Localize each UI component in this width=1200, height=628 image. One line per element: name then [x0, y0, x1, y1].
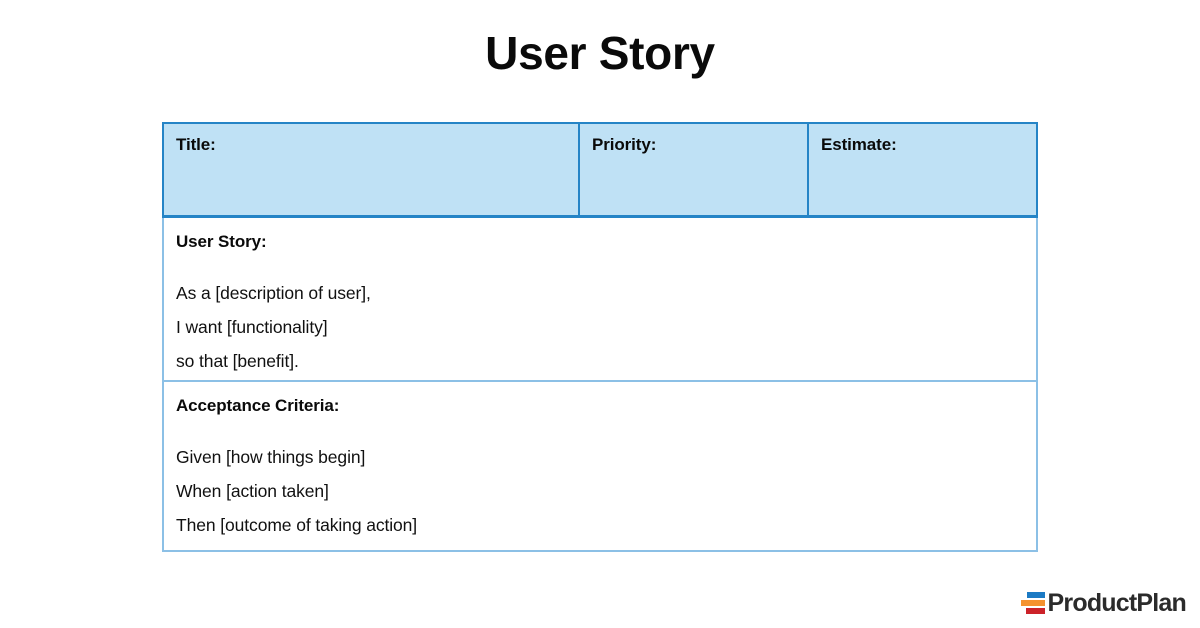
acceptance-criteria-line: Given [how things begin]	[176, 447, 366, 468]
field-estimate[interactable]: Estimate:	[809, 124, 1036, 215]
user-story-line: I want [functionality]	[176, 317, 328, 338]
productplan-logo: ProductPlan	[1020, 589, 1187, 617]
acceptance-criteria-line: Then [outcome of taking action]	[176, 515, 418, 536]
field-priority-label: Priority:	[592, 135, 657, 154]
user-story-table: Title: Priority: Estimate: User Story: A…	[162, 122, 1038, 552]
productplan-bars-icon	[1020, 592, 1045, 615]
section-user-story[interactable]: User Story: As a [description of user], …	[162, 218, 1038, 382]
user-story-line: so that [benefit].	[176, 351, 299, 372]
section-acceptance-criteria-body: Given [how things begin] When [action ta…	[176, 440, 1036, 542]
field-title[interactable]: Title:	[164, 124, 580, 215]
logo-bar-orange	[1020, 600, 1045, 606]
acceptance-criteria-line: When [action taken]	[176, 481, 329, 502]
section-user-story-label: User Story:	[176, 232, 267, 251]
user-story-line: As a [description of user],	[176, 283, 371, 304]
section-user-story-body: As a [description of user], I want [func…	[176, 276, 1036, 378]
field-estimate-label: Estimate:	[821, 135, 897, 154]
logo-bar-red	[1025, 608, 1045, 614]
productplan-wordmark: ProductPlan	[1047, 589, 1187, 617]
field-title-label: Title:	[176, 135, 216, 154]
table-header-row: Title: Priority: Estimate:	[162, 122, 1038, 218]
logo-bar-blue	[1026, 592, 1045, 598]
page-title: User Story	[485, 27, 715, 79]
section-acceptance-criteria-label: Acceptance Criteria:	[176, 396, 340, 415]
section-acceptance-criteria[interactable]: Acceptance Criteria: Given [how things b…	[162, 382, 1038, 552]
field-priority[interactable]: Priority:	[580, 124, 809, 215]
